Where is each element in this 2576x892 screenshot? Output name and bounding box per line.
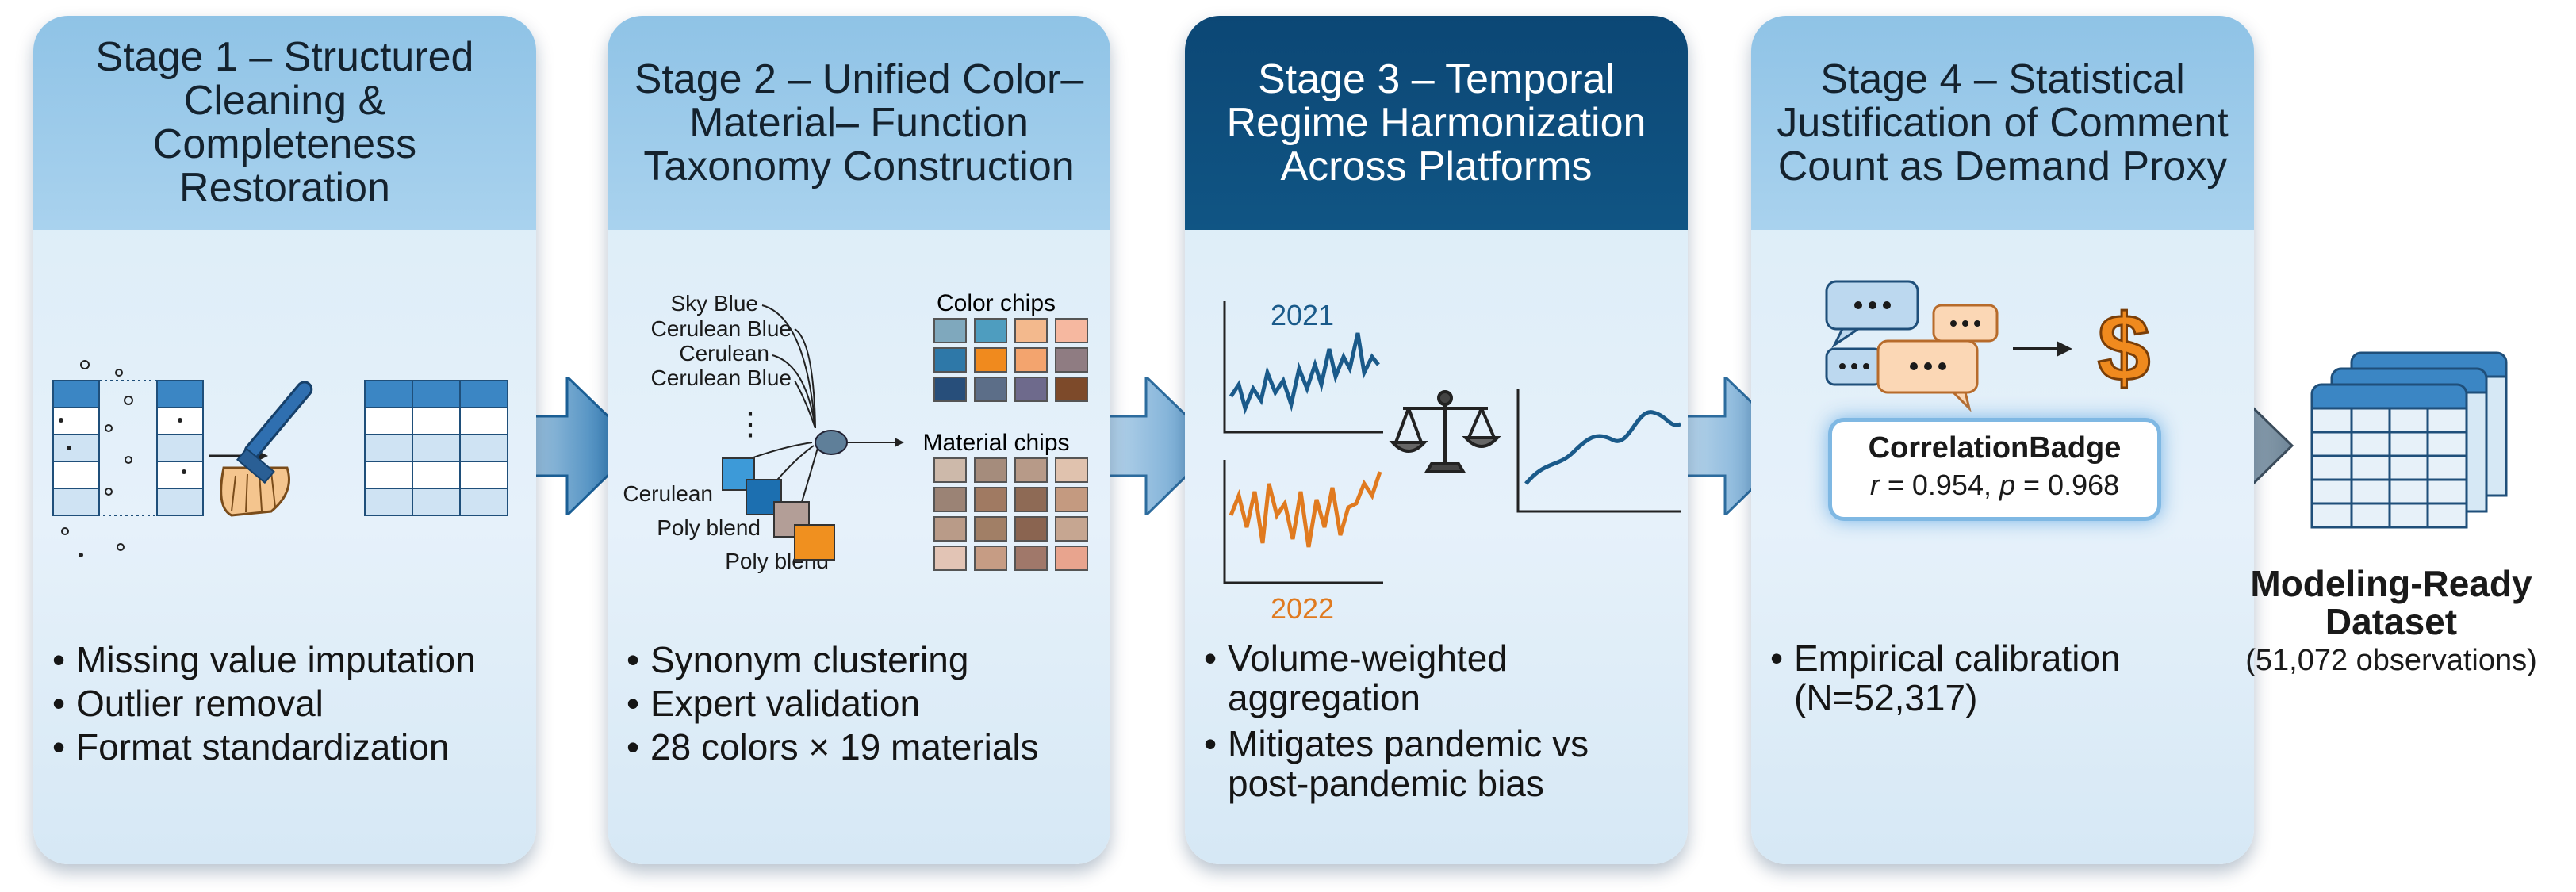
stage-2-title: Stage 2 – Unified Color–Material– Functi… bbox=[634, 56, 1084, 190]
chip-swatch bbox=[933, 516, 967, 542]
stage-2-card: Stage 2 – Unified Color–Material– Functi… bbox=[608, 16, 1110, 864]
stage-1-title: Stage 1 – Structured Cleaning & Complete… bbox=[95, 34, 474, 211]
stage-1-bullet: Missing value imputation bbox=[49, 638, 523, 682]
chart-2022 bbox=[1223, 460, 1383, 584]
chip-swatch bbox=[1014, 546, 1048, 571]
chip-swatch bbox=[933, 457, 967, 483]
stage-1-bullet: Outlier removal bbox=[49, 682, 523, 725]
r-symbol: r bbox=[1869, 469, 1880, 501]
stage-2-visual: Sky Blue Cerulean Blue Cerulean Cerulean… bbox=[623, 290, 1088, 573]
stage-2-bullet: Synonym clustering bbox=[623, 638, 1098, 682]
stage-2-bullets: Synonym clustering Expert validation 28 … bbox=[623, 638, 1098, 769]
chip-swatch bbox=[1014, 377, 1048, 402]
broom-icon bbox=[209, 381, 313, 517]
stage-4-title: Stage 4 – Statistical Justification of C… bbox=[1777, 56, 2229, 190]
chip-swatch bbox=[1055, 347, 1088, 373]
stage-3-header: Stage 3 – Temporal Regime Harmonization … bbox=[1185, 16, 1688, 230]
synonym-label: Sky Blue bbox=[671, 291, 759, 316]
correlation-badge-title: CorrelationBadge bbox=[1868, 431, 2122, 465]
stage-4-bullets: Empirical calibration (N=52,317) bbox=[1767, 638, 2241, 718]
chip-swatch bbox=[1055, 318, 1088, 343]
correlation-badge: CorrelationBadge r = 0.954, p = 0.968 bbox=[1828, 418, 2161, 521]
chip-swatch bbox=[933, 377, 967, 402]
chip-swatch bbox=[1055, 546, 1088, 571]
stage-3-card: Stage 3 – Temporal Regime Harmonization … bbox=[1185, 16, 1688, 864]
dollar-icon: $ bbox=[2098, 295, 2151, 401]
cluster-label: Poly blend bbox=[657, 515, 761, 540]
cluster-label: Cerulean bbox=[623, 481, 713, 506]
balance-scale-icon bbox=[1389, 390, 1501, 473]
chip-swatch bbox=[974, 457, 1007, 483]
stage-3-bullet: Mitigates pandemic vs post-pandemic bias bbox=[1201, 724, 1675, 803]
chip-swatch bbox=[1014, 318, 1048, 343]
chip-swatch bbox=[933, 487, 967, 512]
synonym-label: Cerulean Blue bbox=[651, 366, 792, 390]
color-chips-grid bbox=[933, 318, 1088, 402]
clean-table-icon bbox=[364, 380, 508, 516]
stage-1-header: Stage 1 – Structured Cleaning & Complete… bbox=[33, 16, 536, 230]
stage-2-bullet: 28 colors × 19 materials bbox=[623, 725, 1098, 769]
stage-1-bullets: Missing value imputation Outlier removal… bbox=[49, 638, 523, 769]
chip-swatch bbox=[1055, 487, 1088, 512]
ellipsis-glyph: ⋮ bbox=[734, 407, 766, 442]
messy-table-icon bbox=[52, 360, 204, 557]
stage-4-header: Stage 4 – Statistical Justification of C… bbox=[1751, 16, 2254, 230]
chip-swatch bbox=[933, 318, 967, 343]
speech-bubbles-icon bbox=[1825, 280, 1999, 412]
material-chips-label: Material chips bbox=[922, 430, 1069, 456]
year-2021-label: 2021 bbox=[1271, 299, 1334, 331]
correlation-badge-stats: r = 0.954, p = 0.968 bbox=[1832, 469, 2157, 502]
harmonized-chart bbox=[1516, 389, 1681, 513]
stage-3-visual: 2021 2022 bbox=[1223, 299, 1681, 625]
color-chips-label: Color chips bbox=[937, 290, 1056, 316]
stage-1-visual bbox=[52, 360, 508, 557]
dataset-stack-icon bbox=[2310, 351, 2508, 529]
stage-4-visual: $ bbox=[1825, 280, 2152, 412]
chip-swatch bbox=[1014, 457, 1048, 483]
chip-swatch bbox=[974, 546, 1007, 571]
chip-swatch bbox=[1014, 487, 1048, 512]
stage-3-title: Stage 3 – Temporal Regime Harmonization … bbox=[1226, 56, 1646, 190]
cluster-swatches bbox=[722, 457, 835, 561]
output-subtitle: (51,072 observations) bbox=[2245, 644, 2537, 677]
chip-swatch bbox=[933, 347, 967, 373]
chip-swatch bbox=[1014, 516, 1048, 542]
stage-3-bullets: Volume-weighted aggregation Mitigates pa… bbox=[1201, 638, 1675, 803]
chip-swatch bbox=[974, 318, 1007, 343]
chip-swatch bbox=[974, 347, 1007, 373]
chip-swatch bbox=[1014, 347, 1048, 373]
stage-4-bullet: Empirical calibration (N=52,317) bbox=[1767, 638, 2241, 718]
output-title: Modeling-Ready Dataset bbox=[2250, 563, 2532, 642]
p-symbol: p bbox=[1999, 469, 2016, 501]
material-chips-grid bbox=[933, 457, 1088, 571]
year-2022-label: 2022 bbox=[1271, 592, 1334, 625]
stage-1-card: Stage 1 – Structured Cleaning & Complete… bbox=[33, 16, 536, 864]
stage-3-bullet: Volume-weighted aggregation bbox=[1201, 638, 1675, 718]
chip-swatch bbox=[1055, 457, 1088, 483]
chip-swatch bbox=[974, 487, 1007, 512]
cluster-node bbox=[815, 430, 848, 455]
stage-2-bullet: Expert validation bbox=[623, 682, 1098, 725]
r-value: = 0.954, bbox=[1879, 469, 1999, 501]
synonym-label: Cerulean Blue bbox=[651, 316, 792, 341]
chip-swatch bbox=[933, 546, 967, 571]
chart-2021 bbox=[1223, 301, 1383, 434]
stage-1-bullet: Format standardization bbox=[49, 725, 523, 769]
stage-2-header: Stage 2 – Unified Color–Material– Functi… bbox=[608, 16, 1110, 230]
chip-swatch bbox=[974, 516, 1007, 542]
chip-swatch bbox=[1055, 516, 1088, 542]
chip-swatch bbox=[974, 377, 1007, 402]
synonym-label: Cerulean bbox=[679, 341, 769, 366]
p-value: = 0.968 bbox=[2015, 469, 2120, 501]
chip-swatch bbox=[1055, 377, 1088, 402]
